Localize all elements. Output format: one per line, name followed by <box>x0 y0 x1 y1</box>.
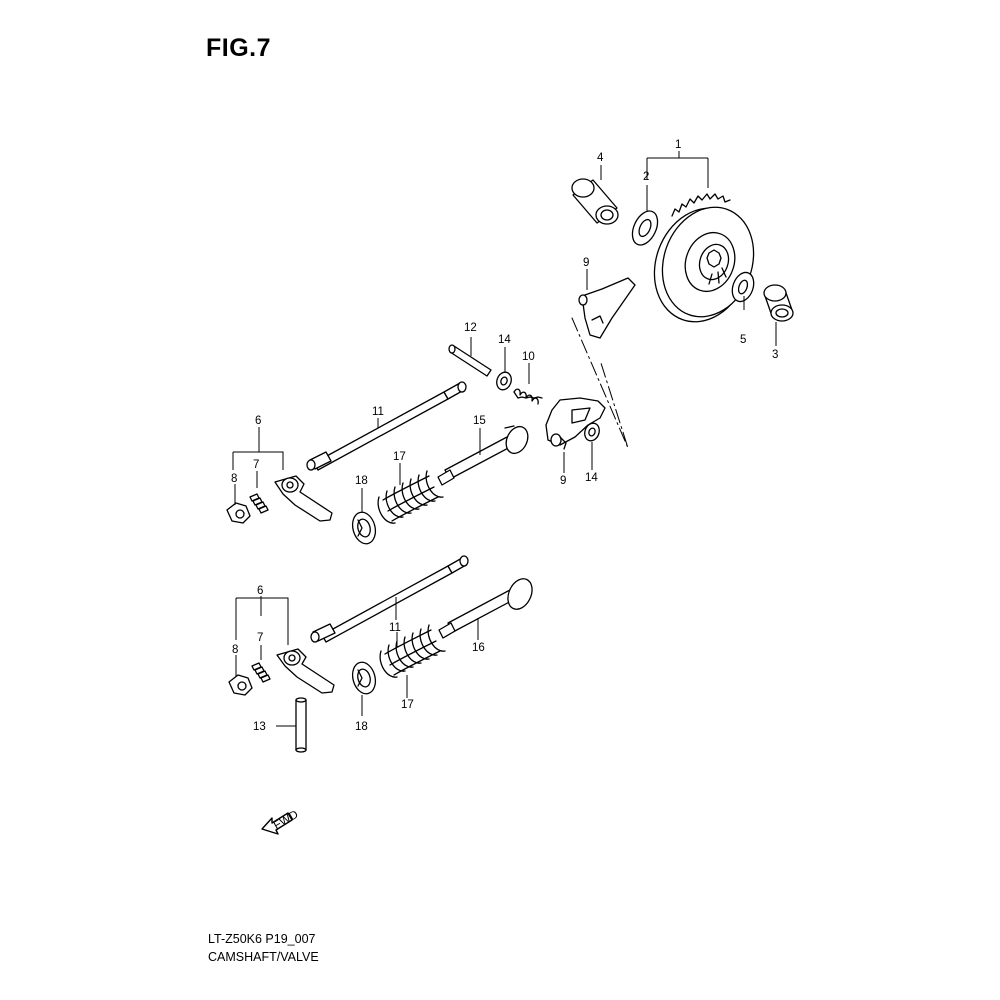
callout-14-upper: 14 <box>498 334 511 346</box>
callout-5: 5 <box>740 334 746 346</box>
callout-10: 10 <box>522 351 535 363</box>
callout-9-upper: 9 <box>583 257 589 269</box>
callout-17-lower: 17 <box>401 699 414 711</box>
callout-11-upper: 11 <box>372 406 384 418</box>
part-8-nut-lower <box>228 674 253 696</box>
part-11-rocker-shaft-lower <box>310 555 469 643</box>
part-14-washer-upper <box>496 371 512 391</box>
part-6-rocker-arm-lower <box>276 648 335 694</box>
part-11-rocker-shaft-upper <box>306 381 467 471</box>
part-18-spring-seat-lower <box>351 661 377 695</box>
part-8-nut-upper <box>226 502 251 524</box>
callout-16: 16 <box>472 642 485 654</box>
callout-8-lower: 8 <box>232 644 238 656</box>
part-10-spring <box>513 388 543 405</box>
part-7-adjust-screw-lower <box>251 662 271 683</box>
fwd-label: FWD <box>272 809 301 832</box>
part-9-decomp-cam-lower <box>545 397 606 450</box>
part-17-valve-spring-upper <box>377 470 444 524</box>
part-14-washer-lower <box>584 422 600 442</box>
callout-14-lower: 14 <box>585 472 598 484</box>
callout-1: 1 <box>675 139 681 151</box>
part-18-spring-seat-upper <box>351 511 377 545</box>
callout-6-upper: 6 <box>255 415 261 427</box>
part-6-rocker-arm-upper <box>274 475 333 522</box>
alignment-centerline <box>571 317 629 449</box>
figure-code: LT-Z50K6 P19_007 <box>208 932 316 946</box>
callout-3: 3 <box>772 349 778 361</box>
part-16-valve <box>438 578 533 639</box>
fwd-arrow-icon <box>261 812 293 835</box>
callout-7-lower: 7 <box>257 632 263 644</box>
callout-6-lower: 6 <box>257 585 263 597</box>
part-9-decomp-lever-upper <box>578 277 636 339</box>
callout-18-upper: 18 <box>355 475 368 487</box>
figure-name: CAMSHAFT/VALVE <box>208 950 319 964</box>
part-17-valve-spring-lower <box>379 624 446 678</box>
callout-2: 2 <box>643 171 649 183</box>
part-1-camshaft-gear <box>653 193 755 323</box>
callout-18-lower: 18 <box>355 721 368 733</box>
callout-12: 12 <box>464 322 477 334</box>
callout-7-upper: 7 <box>253 459 259 471</box>
callout-4: 4 <box>597 152 604 164</box>
leader-lines <box>232 151 777 727</box>
part-4-bush <box>571 178 619 225</box>
part-3-bush <box>763 284 794 322</box>
callout-13: 13 <box>253 721 266 733</box>
part-15-valve <box>437 425 529 486</box>
part-13-rocker-pin <box>295 697 307 753</box>
callout-15: 15 <box>473 415 486 427</box>
callout-8-upper: 8 <box>231 473 237 485</box>
part-7-adjust-screw-upper <box>249 493 269 514</box>
callout-labels: 1 2 4 5 3 9 12 14 10 11 15 17 18 9 14 6 … <box>231 139 778 733</box>
callout-11-lower-a: 11 <box>389 622 401 634</box>
part-2-washer <box>631 210 659 246</box>
callout-17-upper: 17 <box>393 451 406 463</box>
figure-title: FIG.7 <box>206 34 272 62</box>
callout-9-lower: 9 <box>560 475 566 487</box>
part-5-washer <box>731 271 755 303</box>
part-12-pin <box>448 344 492 377</box>
